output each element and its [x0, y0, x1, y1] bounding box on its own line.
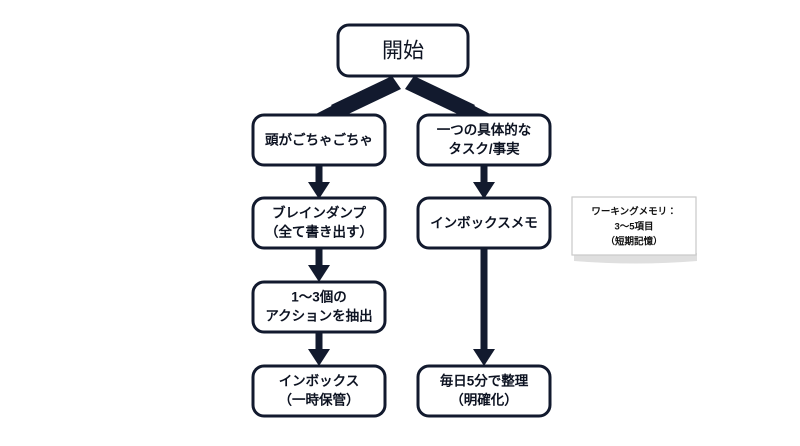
edge-left-3-to-left-4: [308, 332, 330, 366]
node-right-2-label: インボックスメモ: [430, 216, 538, 231]
node-left-3-label-line2: アクションを抽出: [265, 308, 372, 324]
node-right-1[interactable]: 一つの具体的な タスク/事実: [416, 113, 552, 167]
node-left-1[interactable]: 頭がごちゃごちゃ: [251, 113, 387, 167]
node-right-1-label-line2: タスク/事実: [448, 141, 520, 157]
node-left-3-box: [251, 280, 387, 334]
working-memory-note-line3: （短期記憶）: [605, 236, 662, 248]
node-start-label: 開始: [382, 40, 424, 63]
node-right-1-box: [416, 113, 552, 167]
node-right-1-label-line1: 一つの具体的な: [437, 122, 532, 138]
edge-left-1-to-left-2: [308, 164, 330, 199]
working-memory-note: ワーキングメモリ： 3〜5項目 （短期記憶）: [571, 196, 697, 264]
node-right-3-box: [416, 364, 552, 418]
node-right-3-label-line1: 毎日5分で整理: [440, 373, 529, 389]
node-right-2-box: [416, 196, 552, 250]
node-right-3[interactable]: 毎日5分で整理 （明確化）: [416, 364, 552, 418]
node-left-2-label-line1: ブレインダンプ: [272, 205, 367, 221]
node-left-3[interactable]: 1〜3個の アクションを抽出: [251, 280, 387, 334]
node-left-4-label-line1: インボックス: [279, 374, 360, 389]
working-memory-note-line2: 3〜5項目: [614, 222, 653, 233]
edge-right-2-to-right-3: [473, 247, 495, 366]
edge-right-1-to-right-2: [473, 164, 495, 199]
node-right-2[interactable]: インボックスメモ: [416, 196, 552, 250]
working-memory-note-line1: ワーキングメモリ：: [591, 206, 676, 218]
node-left-2[interactable]: ブレインダンプ （全て書き出す）: [251, 196, 387, 250]
node-start-box: [336, 23, 470, 78]
node-left-1-label: 頭がごちゃごちゃ: [265, 132, 373, 148]
node-left-4-label-line2: （一時保管）: [279, 392, 360, 408]
node-left-2-box: [251, 196, 387, 250]
node-left-4-box: [251, 364, 387, 418]
node-left-4[interactable]: インボックス （一時保管）: [251, 364, 387, 418]
node-start[interactable]: 開始: [336, 23, 470, 78]
edge-left-2-to-left-3: [308, 247, 330, 282]
node-left-3-label-line1: 1〜3個の: [291, 289, 347, 305]
node-left-1-box: [251, 113, 387, 167]
working-memory-note-box: [571, 196, 697, 256]
node-left-2-label-line2: （全て書き出す）: [265, 224, 373, 240]
node-right-3-label-line2: （明確化）: [450, 392, 518, 408]
